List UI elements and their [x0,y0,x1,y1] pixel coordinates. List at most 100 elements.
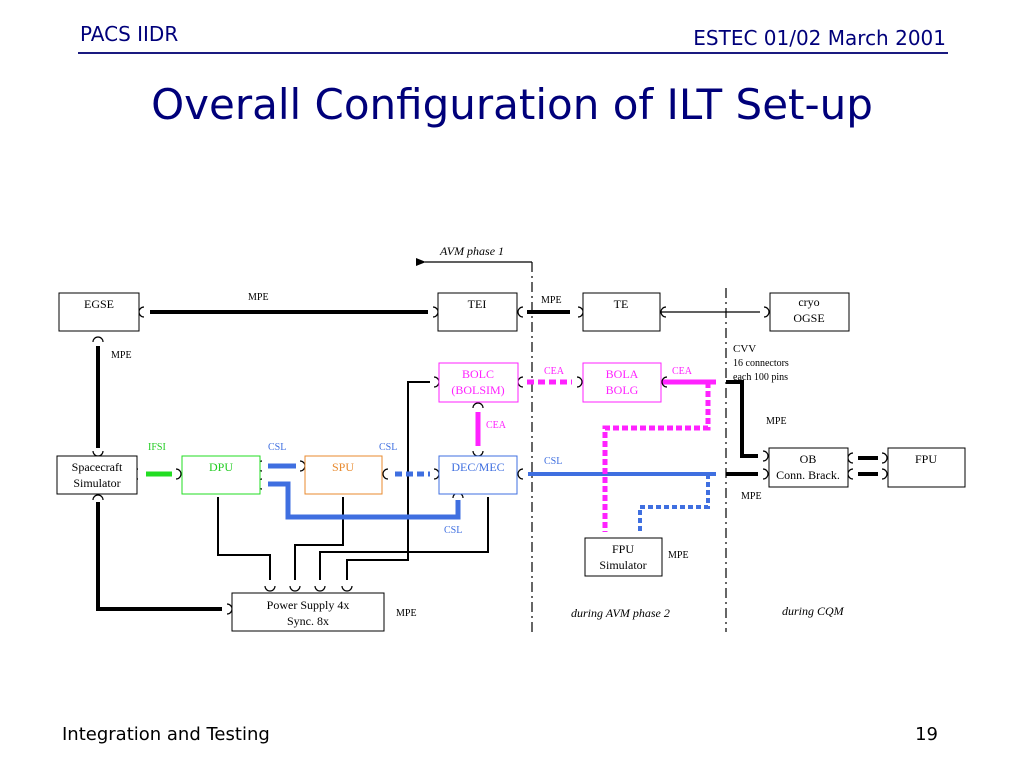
egse-label: EGSE [84,297,114,311]
ob-box [768,447,849,488]
cea-line-cvv-fpusim [602,382,711,532]
cryo-ogse-box [769,292,850,332]
connector-dec-left [433,468,440,480]
mpe-label-cvv: MPE [766,416,787,427]
fpu-simulator-label-2: Simulator [599,558,646,572]
header-rule [78,52,948,54]
cvv-label-3: each 100 pins [733,372,788,383]
mpe-label-top: MPE [248,292,269,303]
connector-bola-right [661,376,668,388]
connector-egse-bottom [92,336,104,343]
cea-label-cvv: CEA [672,366,693,377]
csl-line-dpu-dec [268,481,461,520]
dpu-box [181,455,261,495]
avm-phase1-label: AVM phase 1 [439,244,504,258]
spacecraft-label-2: Simulator [73,476,120,490]
cvv-label-2: 16 connectors [733,358,789,369]
connector-cryo-left [763,306,770,318]
connector-fpu-left-2 [881,468,888,480]
mpe-label-tei-te: MPE [541,295,562,306]
connector-spacecraft-bottom [92,494,104,501]
connector-ob-right-1 [847,452,854,464]
power-supply-box [231,592,385,632]
te-label: TE [614,297,629,311]
mpe-label-ob: MPE [741,491,762,502]
line-decmec-power [319,497,489,580]
fpu-label: FPU [915,452,937,466]
ob-label-2: Conn. Brack. [776,468,840,482]
csl-label-bottom: CSL [444,525,462,536]
connector-dec-right [517,468,524,480]
power-supply-label-2: Sync. 8x [287,614,329,628]
cvv-label-1: CVV [733,343,756,355]
cea-label-bola: CEA [544,366,565,377]
spu-box [304,455,383,495]
spacecraft-simulator-box [56,455,138,495]
connector-te-left [577,306,584,318]
line-bolc-power [346,381,430,580]
tei-label: TEI [468,297,487,311]
ifsi-label: IFSI [148,442,166,453]
fpu-box [887,447,966,488]
connector-te-right [660,306,667,318]
connector-power-top-4 [341,585,353,592]
mpe-label-egse: MPE [111,350,132,361]
egse-box [58,292,140,332]
te-box [582,292,661,332]
cryo-label-1: cryo [798,295,819,309]
connector-bolc-bottom [472,402,484,409]
during-avm-phase2-label: during AVM phase 2 [571,606,670,620]
bolc-label-1: BOLC [462,367,494,381]
spu-label: SPU [332,460,354,474]
slide-title: Overall Configuration of ILT Set-up [151,80,873,129]
bolc-box [438,362,519,403]
connector-ob-left-1 [762,450,769,462]
connector-bola-left [576,376,583,388]
header-event: ESTEC 01/02 March 2001 [693,26,946,50]
connector-bolc-right [517,376,524,388]
connector-bolc-left [433,376,440,388]
bola-label-1: BOLA [606,367,639,381]
csl-label-spu: CSL [379,442,397,453]
dec-mec-label: DEC/MEC [451,460,504,474]
connector-spu-right [382,468,389,480]
mpe-label-power: MPE [396,608,417,619]
connector-ob-right-2 [847,468,854,480]
mpe-label-fpusim: MPE [668,550,689,561]
csl-label-right: CSL [544,456,562,467]
dec-mec-box [438,455,518,495]
spacecraft-label-1: Spacecraft [72,460,123,474]
connector-tei-left [432,306,439,318]
page-number: 19 [915,724,938,745]
connector-ob-left-2 [762,468,769,480]
bola-box [582,362,662,403]
connector-power-top-2 [289,585,301,592]
bolc-label-2: (BOLSIM) [451,383,504,397]
csl-label-dpu: CSL [268,442,286,453]
connector-fpu-left-1 [881,452,888,464]
connector-power-left [226,603,233,615]
cea-label-vertical: CEA [486,420,507,431]
dpu-label: DPU [209,460,233,474]
mpe-line-spacecraft-power [96,502,222,611]
footer-section: Integration and Testing [62,724,270,745]
connector-power-top-1 [264,585,276,592]
tei-box [437,292,518,332]
during-cqm-label: during CQM [782,604,845,618]
connector-tei-right [517,306,524,318]
connector-spacecraft-top [92,450,104,457]
line-dpu-power [217,497,271,580]
connector-spu-left [299,460,306,472]
line-spu-power [294,497,344,580]
connector-dec-top [472,450,484,457]
fpu-simulator-box [584,537,663,577]
connector-dpu-left [175,468,182,480]
connector-egse-right [138,306,145,318]
bola-label-2: BOLG [606,383,639,397]
mpe-line-cvv-ob [726,380,758,458]
power-supply-label-1: Power Supply 4x [267,598,350,612]
header-project: PACS IIDR [80,22,179,46]
csl-line-dec-fpusim [638,474,710,532]
connector-power-top-3 [314,585,326,592]
